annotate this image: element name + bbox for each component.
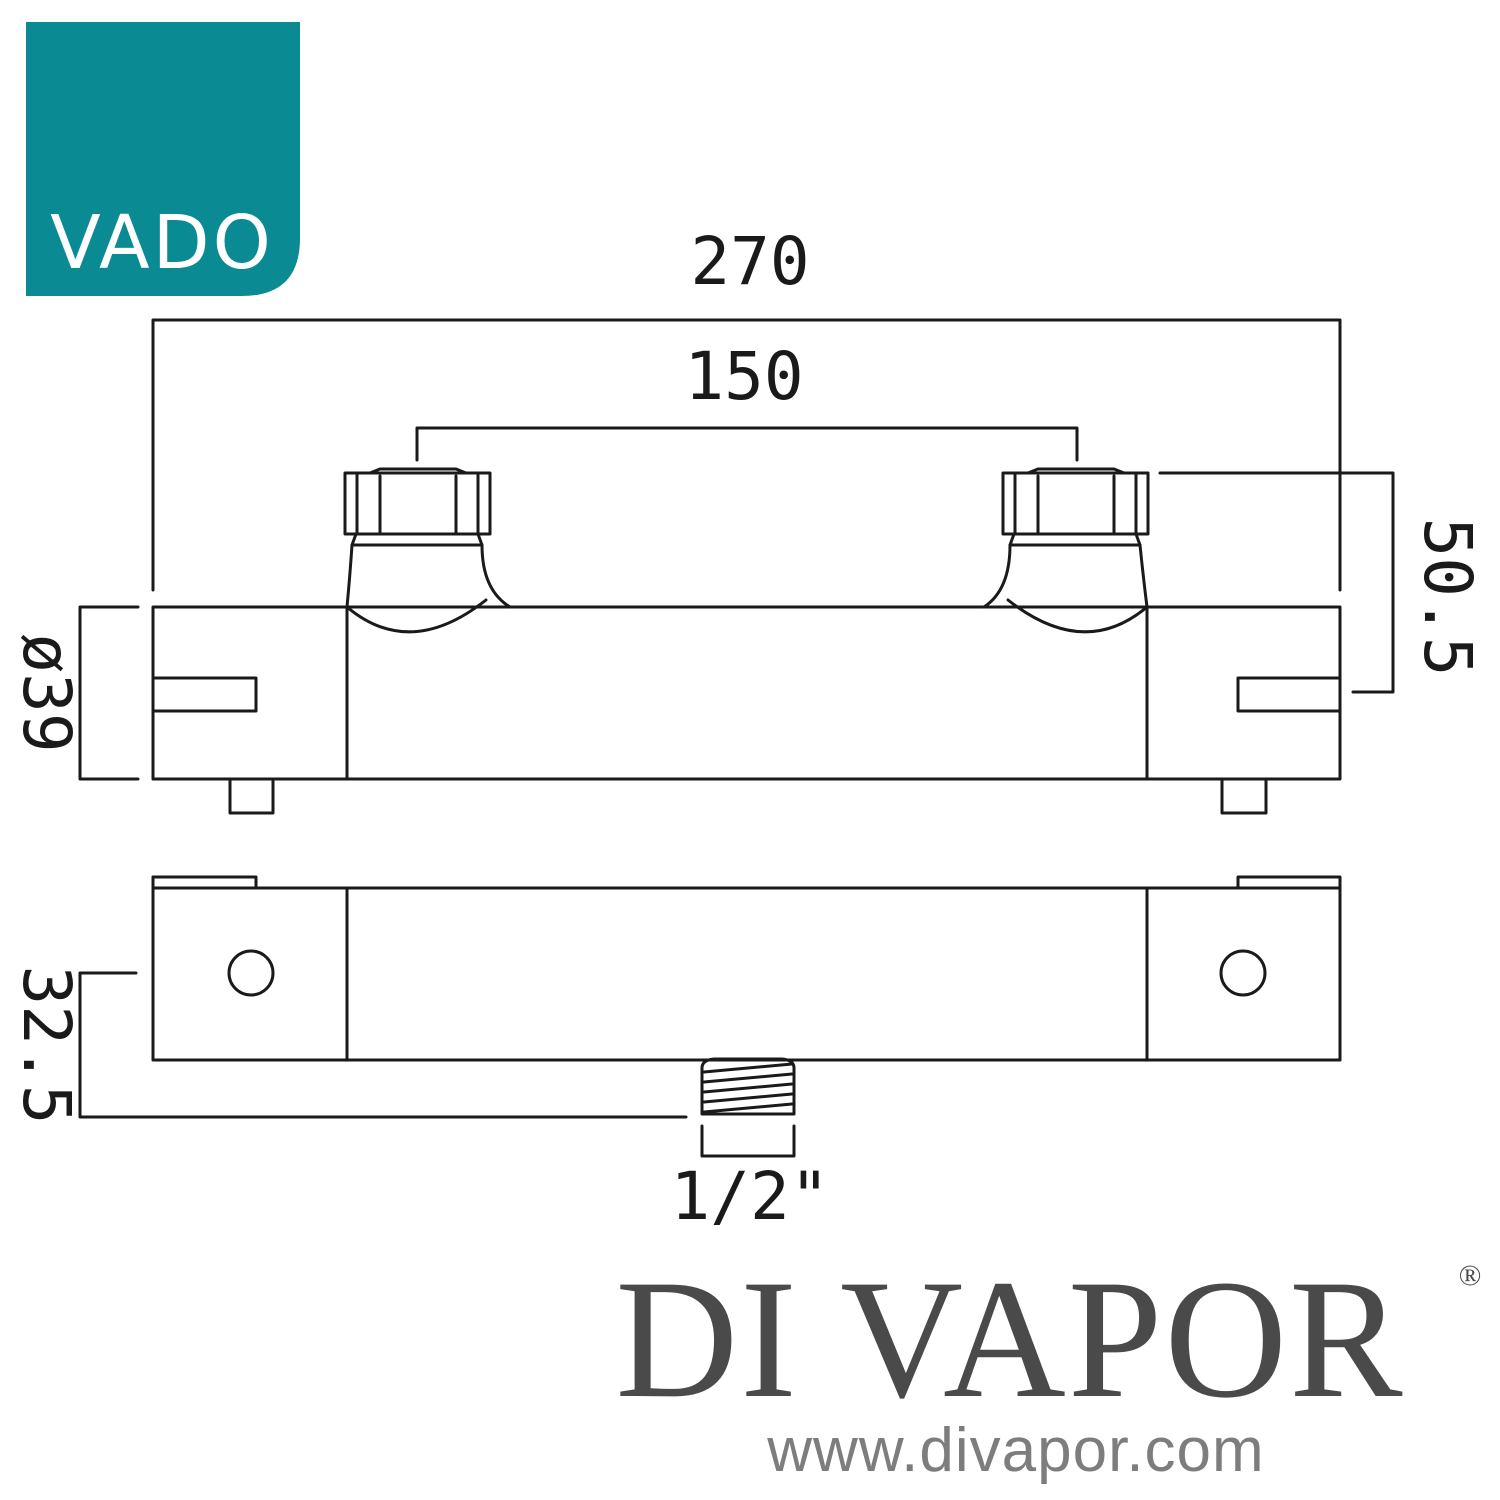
right-handle-cap — [1236, 875, 1342, 890]
brand-name: DI VAPOR — [615, 1245, 1404, 1433]
right-foot — [1220, 777, 1268, 815]
left-handle-cap — [151, 875, 258, 890]
front-elevation: 270 150 50.5 ø39 — [8, 223, 1486, 815]
dim-inlet-height: 50.5 — [1409, 518, 1486, 677]
vado-logo-background — [26, 22, 300, 296]
right-inlet-saddle — [1006, 598, 1149, 634]
right-handle-slot — [1236, 676, 1342, 713]
left-fixing-hole — [227, 949, 275, 997]
dim-body-diameter-line — [78, 605, 140, 781]
dim-outlet-offset-line — [78, 971, 688, 1119]
left-inlet-saddle — [345, 598, 488, 634]
left-handle-slot — [151, 676, 258, 713]
plan-view: 32.5 1/2" — [8, 875, 1342, 1235]
brand-url: www.divapor.com — [766, 1416, 1264, 1485]
vado-logo: VADO — [26, 22, 300, 296]
right-inlet-nut — [1001, 471, 1150, 536]
dim-overall-length-line — [151, 318, 1342, 592]
valve-body-plan — [151, 886, 1342, 1062]
left-inlet — [343, 467, 512, 634]
dim-inlet-height-line — [1158, 471, 1395, 694]
dim-inlet-centres-line — [415, 426, 1079, 462]
dim-outlet-thread: 1/2" — [671, 1158, 830, 1235]
dim-inlet-centres: 150 — [684, 338, 803, 415]
vado-logo-text: VADO — [50, 200, 274, 286]
dim-overall-length: 270 — [690, 223, 809, 300]
left-foot — [228, 777, 275, 815]
right-inlet — [982, 467, 1150, 634]
right-fixing-hole — [1219, 949, 1267, 997]
dim-outlet-offset: 32.5 — [8, 966, 85, 1125]
dim-body-diameter: ø39 — [8, 633, 85, 752]
divapor-brand: DI VAPOR ® www.divapor.com — [615, 1245, 1481, 1485]
valve-body — [151, 605, 1342, 781]
outlet-connector — [700, 1057, 796, 1116]
dim-outlet-thread-line — [700, 1124, 796, 1158]
brand-registered-mark: ® — [1459, 1259, 1482, 1292]
left-inlet-nut — [343, 471, 492, 536]
